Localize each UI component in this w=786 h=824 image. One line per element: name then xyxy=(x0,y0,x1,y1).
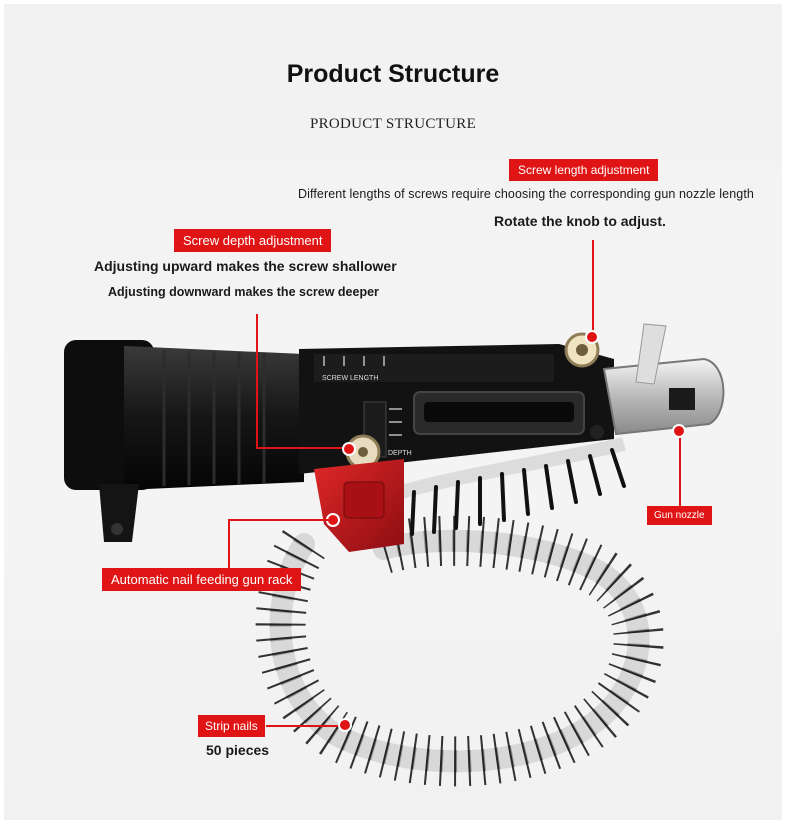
gun-nozzle-marker xyxy=(672,424,686,438)
gun-nozzle-label: Gun nozzle xyxy=(647,506,712,525)
strip-nails-marker xyxy=(338,718,352,732)
depth-scale-text: DEPTH xyxy=(388,450,412,457)
strip-nails-coil xyxy=(255,515,664,787)
product-structure-panel: SCREW LENGTH DEPTH xyxy=(4,4,782,820)
screw-depth-leader-h xyxy=(256,447,346,449)
strip-nails-count: 50 pieces xyxy=(206,742,270,758)
feeding-rack-marker xyxy=(326,513,340,527)
screw-depth-note-1: Adjusting upward makes the screw shallow… xyxy=(94,258,397,274)
screw-gun-attachment-illustration: SCREW LENGTH DEPTH xyxy=(64,323,725,787)
page-title: Product Structure xyxy=(286,60,500,88)
screw-strip-top xyxy=(392,437,626,536)
screw-depth-label: Screw depth adjustment xyxy=(174,229,332,252)
screw-depth-marker xyxy=(342,442,356,456)
screw-length-note-2: Rotate the knob to adjust. xyxy=(494,213,666,229)
feeding-rack-leader-v xyxy=(228,519,230,571)
motor-grip xyxy=(64,340,304,542)
screw-length-label: Screw length adjustment xyxy=(509,159,659,181)
nail-feeding-rack xyxy=(314,459,404,552)
screw-length-note-1: Different lengths of screws require choo… xyxy=(298,187,754,201)
feeding-rack-label: Automatic nail feeding gun rack xyxy=(102,568,302,591)
gun-nozzle-metal xyxy=(590,323,725,439)
screw-length-marker xyxy=(585,330,599,344)
page-subtitle: PRODUCT STRUCTURE xyxy=(309,116,477,132)
screw-depth-note-2: Adjusting downward makes the screw deepe… xyxy=(108,285,379,299)
gun-nozzle-leader-line xyxy=(679,436,681,506)
feeding-rack-leader-h xyxy=(228,519,328,521)
screw-depth-leader-v xyxy=(256,314,258,448)
strip-nails-label: Strip nails xyxy=(198,715,265,737)
main-housing: SCREW LENGTH DEPTH xyxy=(299,344,614,474)
screw-length-scale-text: SCREW LENGTH xyxy=(322,375,378,382)
strip-nails-leader-line xyxy=(266,725,342,727)
screw-length-leader-line xyxy=(592,240,594,336)
